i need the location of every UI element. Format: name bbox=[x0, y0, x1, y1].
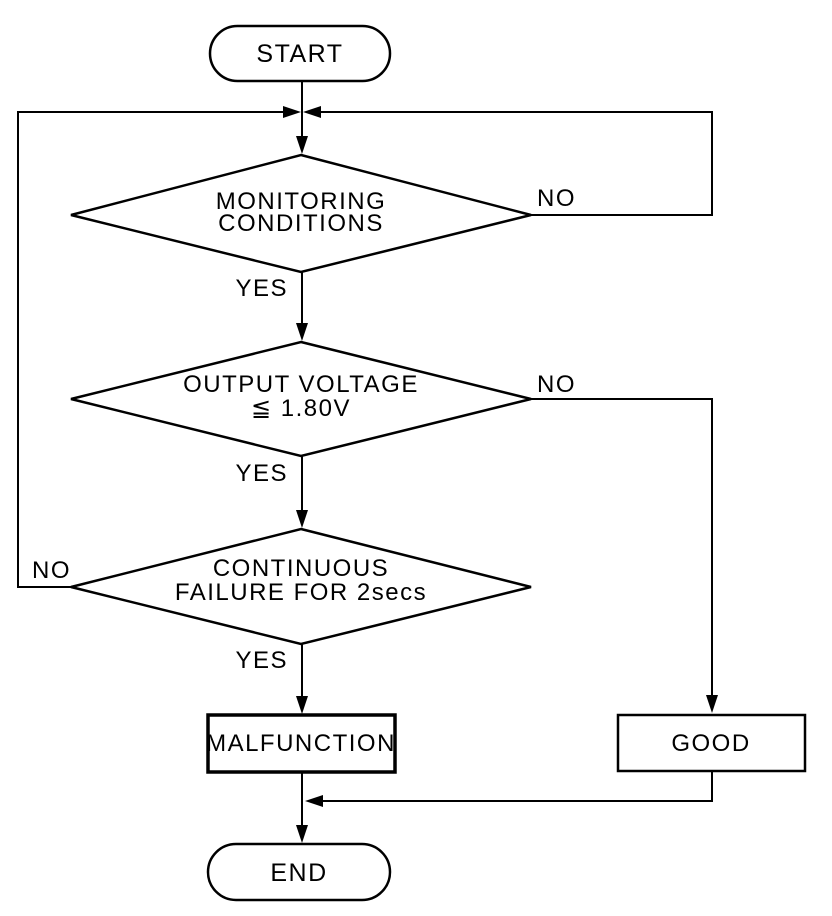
decision-monitoring-line1: MONITORING bbox=[216, 188, 387, 215]
start-label: START bbox=[256, 40, 343, 68]
edge-monitoring-no-right-loop bbox=[303, 106, 713, 216]
decision-voltage-shape bbox=[70, 340, 532, 458]
end-terminator-shape bbox=[206, 842, 392, 902]
arrow-down-icon bbox=[296, 696, 308, 714]
edge-decision3-to-malfunction bbox=[296, 644, 308, 714]
decision-voltage-line2: ≦ 1.80V bbox=[251, 395, 351, 422]
node-decision-failure: CONTINUOUS FAILURE FOR 2secs bbox=[70, 527, 532, 646]
edge-failure-no-left-loop bbox=[17, 106, 301, 588]
arrow-down-icon bbox=[296, 510, 308, 528]
good-label: GOOD bbox=[671, 730, 750, 757]
end-label: END bbox=[270, 859, 327, 887]
label-monitoring-no: NO bbox=[537, 185, 576, 212]
label-failure-no: NO bbox=[32, 557, 71, 584]
edge-malfunction-to-end bbox=[296, 772, 308, 843]
start-terminator-shape bbox=[208, 24, 392, 83]
decision-failure-shape bbox=[70, 527, 532, 646]
decision-monitoring-shape bbox=[70, 153, 532, 274]
edge-voltage-no-to-good bbox=[531, 398, 718, 713]
label-failure-yes: YES bbox=[235, 647, 288, 674]
node-good: GOOD bbox=[616, 713, 807, 773]
arrow-left-icon bbox=[305, 795, 323, 807]
malfunction-label: MALFUNCTION bbox=[206, 730, 396, 757]
arrow-right-icon bbox=[283, 106, 301, 118]
arrow-down-icon bbox=[706, 695, 718, 713]
decision-failure-line2: FAILURE FOR 2secs bbox=[175, 579, 427, 606]
arrow-down-icon bbox=[296, 136, 308, 154]
decision-failure-line1: CONTINUOUS bbox=[213, 555, 389, 582]
decision-monitoring-line2: CONDITIONS bbox=[218, 210, 384, 237]
label-voltage-no: NO bbox=[537, 371, 576, 398]
malfunction-process-shape bbox=[206, 713, 397, 774]
edge-decision2-to-decision3 bbox=[296, 456, 308, 528]
edge-good-merge bbox=[305, 771, 713, 807]
decision-voltage-line1: OUTPUT VOLTAGE bbox=[183, 371, 419, 398]
edge-start-to-decision1 bbox=[296, 81, 308, 154]
arrow-down-icon bbox=[296, 323, 308, 341]
node-malfunction: MALFUNCTION bbox=[206, 713, 397, 774]
node-decision-monitoring: MONITORING CONDITIONS bbox=[70, 153, 532, 274]
edge-decision1-to-decision2 bbox=[296, 272, 308, 341]
node-start: START bbox=[208, 24, 392, 83]
label-voltage-yes: YES bbox=[235, 460, 288, 487]
node-decision-voltage: OUTPUT VOLTAGE ≦ 1.80V bbox=[70, 340, 532, 458]
label-monitoring-yes: YES bbox=[235, 275, 288, 302]
arrow-left-icon bbox=[303, 106, 321, 118]
arrow-down-icon bbox=[296, 825, 308, 843]
node-end: END bbox=[206, 842, 392, 902]
good-process-shape bbox=[616, 713, 807, 773]
